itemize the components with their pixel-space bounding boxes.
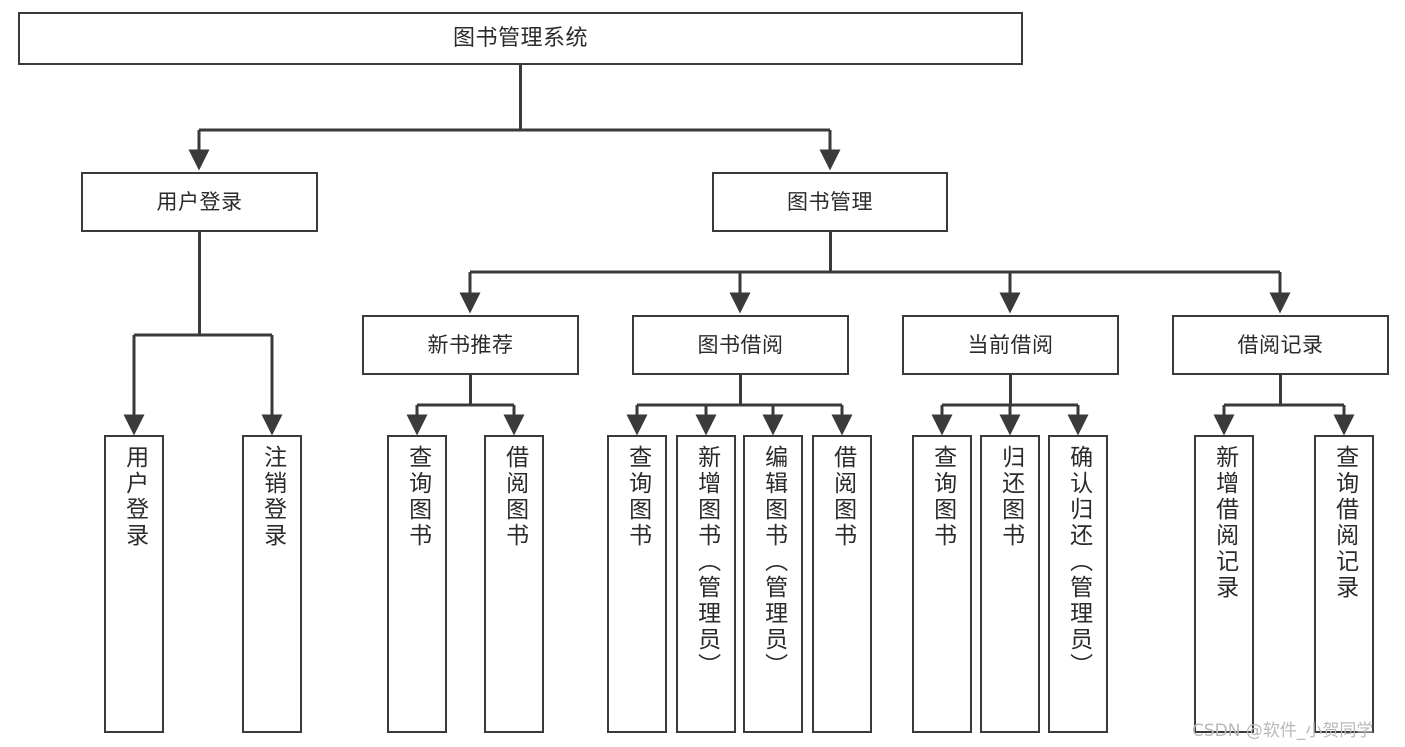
- node-label: 新书推荐: [427, 332, 514, 357]
- node-label: 归还图书: [997, 445, 1024, 549]
- node-label: 查询图书: [404, 445, 431, 549]
- node-label: 确认归还（管理员）: [1065, 445, 1092, 679]
- node-user-login[interactable]: 用户登录: [81, 172, 318, 232]
- node-label: 图书管理: [787, 189, 873, 214]
- leaf-borrow-add-book-admin[interactable]: 新增图书（管理员）: [676, 435, 736, 733]
- csdn-watermark: CSDN @软件_小贺同学: [1192, 721, 1374, 741]
- node-label: 查询图书: [624, 445, 651, 549]
- leaf-recommend-borrow-book[interactable]: 借阅图书: [484, 435, 544, 733]
- leaf-borrow-edit-book-admin[interactable]: 编辑图书（管理员）: [743, 435, 803, 733]
- leaf-user-login-login[interactable]: 用户登录: [104, 435, 164, 733]
- node-label: 新增借阅记录: [1211, 445, 1238, 601]
- node-label: 查询借阅记录: [1331, 445, 1358, 601]
- leaf-borrow-query-book[interactable]: 查询图书: [607, 435, 667, 733]
- leaf-recommend-query-book[interactable]: 查询图书: [387, 435, 447, 733]
- node-book-management[interactable]: 图书管理: [712, 172, 948, 232]
- node-label: 编辑图书（管理员）: [760, 445, 787, 679]
- node-book-borrow[interactable]: 图书借阅: [632, 315, 849, 375]
- node-borrow-record[interactable]: 借阅记录: [1172, 315, 1389, 375]
- node-label: 查询图书: [929, 445, 956, 549]
- node-root-book-management-system[interactable]: 图书管理系统: [18, 12, 1023, 65]
- leaf-current-query-book[interactable]: 查询图书: [912, 435, 972, 733]
- node-label: 当前借阅: [967, 332, 1054, 357]
- node-current-borrow[interactable]: 当前借阅: [902, 315, 1119, 375]
- leaf-current-return-book[interactable]: 归还图书: [980, 435, 1040, 733]
- leaf-record-query-record[interactable]: 查询借阅记录: [1314, 435, 1374, 733]
- node-label: 图书管理系统: [452, 25, 588, 51]
- leaf-record-add-record[interactable]: 新增借阅记录: [1194, 435, 1254, 733]
- node-label: 借阅图书: [501, 445, 528, 549]
- leaf-user-login-logout[interactable]: 注销登录: [242, 435, 302, 733]
- node-label: 借阅图书: [829, 445, 856, 549]
- leaf-borrow-borrow-book[interactable]: 借阅图书: [812, 435, 872, 733]
- node-label: 借阅记录: [1237, 332, 1324, 357]
- node-label: 注销登录: [259, 445, 286, 549]
- leaf-current-confirm-return-admin[interactable]: 确认归还（管理员）: [1048, 435, 1108, 733]
- node-label: 图书借阅: [697, 332, 784, 357]
- node-label: 新增图书（管理员）: [693, 445, 720, 679]
- node-new-book-recommend[interactable]: 新书推荐: [362, 315, 579, 375]
- node-label: 用户登录: [156, 189, 243, 214]
- node-label: 用户登录: [121, 445, 148, 549]
